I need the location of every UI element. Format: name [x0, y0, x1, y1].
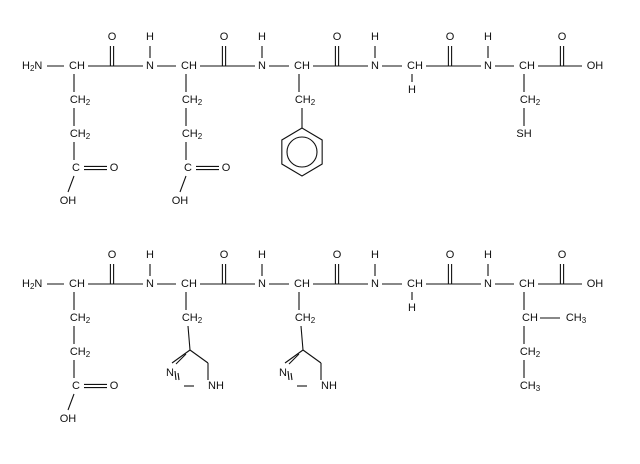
amide-hydrogen: H — [371, 249, 379, 261]
amide-nitrogen: N — [146, 60, 154, 72]
carbonyl-oxygen: O — [558, 249, 567, 261]
amide-nitrogen: N — [484, 60, 492, 72]
side-chain-bond — [300, 325, 304, 351]
acid-oh-bond — [179, 175, 187, 193]
acid-oxygen: O — [222, 162, 231, 174]
amide-hydrogen: H — [258, 31, 266, 43]
alpha-carbon: CH — [294, 278, 310, 290]
acid-oh-bond — [67, 393, 75, 411]
benzene-aromatic-circle — [286, 136, 318, 168]
acid-oxygen: O — [110, 162, 119, 174]
side-chain-group: SH — [516, 128, 531, 140]
side-chain-group: H — [408, 84, 416, 96]
alpha-carbon: CH — [407, 60, 423, 72]
imidazole-nitrogen: N — [166, 367, 174, 379]
carbonyl-oxygen: O — [446, 249, 455, 261]
ring-bond — [174, 370, 177, 381]
side-chain-bond — [187, 325, 191, 351]
ring-double-bond — [290, 372, 293, 381]
alpha-carbon: CH — [69, 60, 85, 72]
side-chain-group: CH2 — [70, 94, 91, 107]
alpha-carbon: CH — [181, 60, 197, 72]
ring-double-bond — [177, 372, 180, 381]
amide-hydrogen: H — [484, 31, 492, 43]
branch-methyl: CH3 — [566, 312, 587, 325]
side-chain-group: CH2 — [70, 312, 91, 325]
side-chain-group: CH2 — [520, 346, 541, 359]
side-chain-group: CH2 — [182, 312, 203, 325]
side-chain-group: CH2 — [70, 128, 91, 141]
imidazole-nh: NH — [208, 380, 224, 392]
acid-carbon: C — [72, 380, 80, 392]
side-chain-group: CH2 — [182, 94, 203, 107]
ring-double-bond — [175, 353, 187, 365]
side-chain-group: CH2 — [182, 128, 203, 141]
side-chain-group: H — [408, 302, 416, 314]
acid-oh-bond — [67, 175, 75, 193]
ring-double-bond — [288, 353, 300, 365]
acid-oxygen: O — [110, 380, 119, 392]
side-chain-group: CH3 — [520, 380, 541, 393]
side-chain-group: CH — [522, 312, 538, 324]
ring-bond — [171, 349, 191, 364]
ring-bond — [287, 370, 290, 381]
carbonyl-oxygen: O — [108, 249, 117, 261]
carbonyl-oxygen: O — [333, 249, 342, 261]
amide-nitrogen: N — [484, 278, 492, 290]
amide-hydrogen: H — [146, 249, 154, 261]
amide-hydrogen: H — [484, 249, 492, 261]
acid-carbon: C — [184, 162, 192, 174]
imidazole-nh: NH — [321, 380, 337, 392]
amide-hydrogen: H — [258, 249, 266, 261]
imidazole-nitrogen: N — [279, 367, 287, 379]
carbonyl-oxygen: O — [108, 31, 117, 43]
amide-hydrogen: H — [371, 31, 379, 43]
ring-bond — [189, 349, 209, 364]
carbonyl-oxygen: O — [446, 31, 455, 43]
amide-nitrogen: N — [146, 278, 154, 290]
side-chain-group: CH2 — [295, 94, 316, 107]
carbonyl-oxygen: O — [558, 31, 567, 43]
benzene-ring — [281, 127, 323, 177]
n-terminus: H2N — [22, 60, 42, 73]
amide-nitrogen: N — [371, 60, 379, 72]
side-chain-group: CH2 — [70, 346, 91, 359]
n-terminus: H2N — [22, 278, 42, 291]
side-chain-group: CH2 — [520, 94, 541, 107]
amide-hydrogen: H — [146, 31, 154, 43]
amide-nitrogen: N — [258, 278, 266, 290]
c-terminus-hydroxyl: OH — [587, 60, 604, 72]
acid-hydroxyl: OH — [172, 195, 189, 207]
c-terminus-hydroxyl: OH — [587, 278, 604, 290]
alpha-carbon: CH — [69, 278, 85, 290]
ring-bond — [284, 349, 304, 364]
alpha-carbon: CH — [181, 278, 197, 290]
ring-bond — [302, 349, 322, 364]
carbonyl-oxygen: O — [220, 249, 229, 261]
alpha-carbon: CH — [519, 60, 535, 72]
carbonyl-oxygen: O — [220, 31, 229, 43]
side-chain-group: CH2 — [295, 312, 316, 325]
acid-carbon: C — [72, 162, 80, 174]
carbonyl-oxygen: O — [333, 31, 342, 43]
amide-nitrogen: N — [258, 60, 266, 72]
acid-hydroxyl: OH — [60, 413, 77, 425]
acid-hydroxyl: OH — [60, 195, 77, 207]
alpha-carbon: CH — [519, 278, 535, 290]
alpha-carbon: CH — [407, 278, 423, 290]
alpha-carbon: CH — [294, 60, 310, 72]
amide-nitrogen: N — [371, 278, 379, 290]
